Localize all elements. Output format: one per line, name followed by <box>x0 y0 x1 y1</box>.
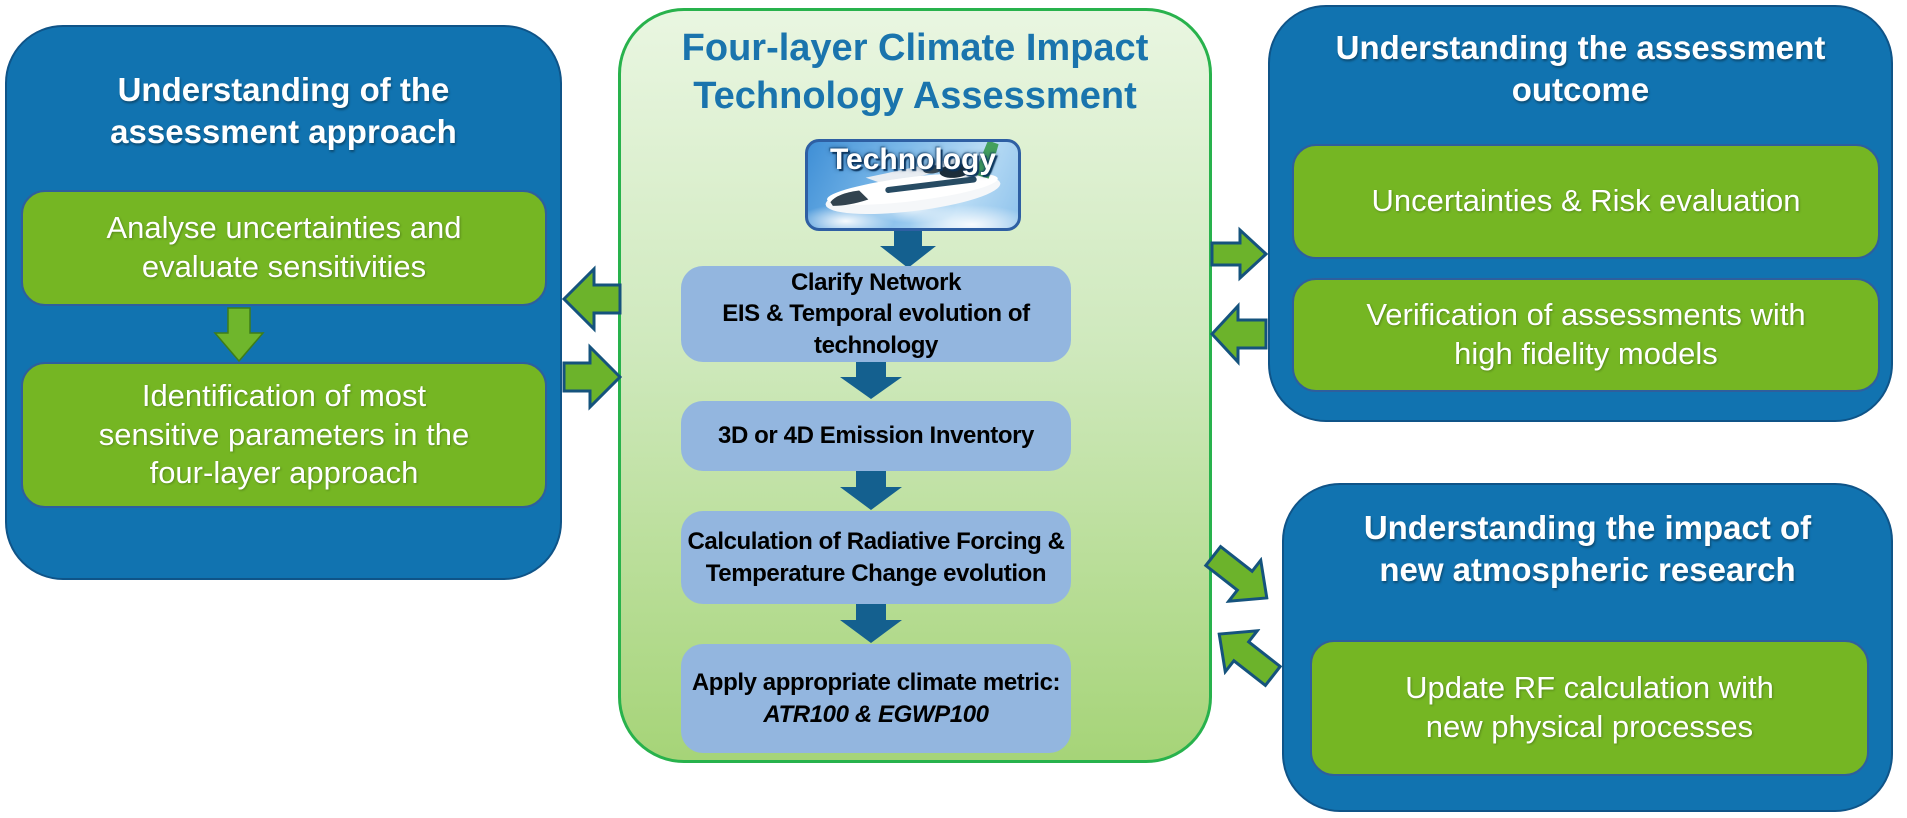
text-line: Clarify Network <box>790 269 962 297</box>
identification-parameters-box: Identification of most sensitive paramet… <box>21 362 547 508</box>
title-line: Understanding of the <box>117 71 450 108</box>
text-line: high fidelity models <box>1454 336 1718 371</box>
text-line: sensitive parameters in the <box>98 416 470 452</box>
text-line: Verification of assessments with <box>1366 297 1806 333</box>
panel-title: Four-layer Climate Impact Technology Ass… <box>621 25 1209 121</box>
clarify-network-step: Clarify Network EIS & Temporal evolution… <box>681 266 1071 362</box>
arrow-left-icon <box>1210 299 1268 369</box>
text-line: Apply appropriate climate metric: <box>691 669 1061 697</box>
title-line: new atmospheric research <box>1379 551 1796 589</box>
radiative-forcing-step: Calculation of Radiative Forcing & Tempe… <box>681 511 1071 604</box>
down-arrow-icon <box>213 307 265 363</box>
arrow-left-icon <box>562 264 622 334</box>
atmospheric-research-title: Understanding the impact of new atmosphe… <box>1284 507 1891 591</box>
emission-inventory-step: 3D or 4D Emission Inventory <box>681 401 1071 471</box>
text-line: 3D or 4D Emission Inventory <box>718 422 1034 450</box>
title-line: Technology Assessment <box>693 74 1137 117</box>
technology-label: Technology <box>829 143 997 176</box>
assessment-outcome-box: Understanding the assessment outcome Unc… <box>1268 5 1893 422</box>
assessment-approach-box: Understanding of the assessment approach… <box>5 25 562 580</box>
title-line: Understanding the assessment <box>1335 29 1826 66</box>
flow-arrow-down-icon <box>878 231 938 269</box>
flow-arrow-down-icon <box>838 471 904 511</box>
text-line: Analyse uncertainties and <box>106 210 462 246</box>
uncertainties-risk-box: Uncertainties & Risk evaluation <box>1292 144 1880 259</box>
technology-aircraft-image: Technology <box>805 139 1021 231</box>
text-line: EIS & Temporal evolution of <box>722 300 1030 328</box>
text-line: Calculation of Radiative Forcing & <box>687 528 1065 556</box>
flow-arrow-down-icon <box>838 362 904 400</box>
aircraft-illustration <box>825 142 1001 214</box>
text-line: Temperature Change evolution <box>705 559 1047 587</box>
arrow-right-icon <box>1210 226 1268 282</box>
verification-box: Verification of assessments with high fi… <box>1292 278 1880 392</box>
climate-metric-step: Apply appropriate climate metric: ATR100… <box>681 644 1071 753</box>
title-line: assessment approach <box>110 113 457 151</box>
arrow-down-right-icon <box>1203 544 1276 606</box>
update-rf-box: Update RF calculation with new physical … <box>1310 640 1869 776</box>
text-line: four-layer approach <box>149 455 419 491</box>
text-line: technology <box>813 331 938 359</box>
assessment-approach-title: Understanding of the assessment approach <box>7 69 560 153</box>
four-layer-assessment-panel: Four-layer Climate Impact Technology Ass… <box>618 8 1212 763</box>
text-line: new physical processes <box>1425 709 1754 744</box>
analyse-uncertainties-box: Analyse uncertainties and evaluate sensi… <box>21 190 547 306</box>
title-line: Four-layer Climate Impact <box>681 27 1149 69</box>
text-line: Identification of most <box>141 377 427 413</box>
title-line: Understanding the impact of <box>1363 509 1812 546</box>
flow-arrow-down-icon <box>838 604 904 644</box>
assessment-outcome-title: Understanding the assessment outcome <box>1270 27 1891 111</box>
arrow-up-left-icon <box>1210 626 1283 688</box>
arrow-right-icon <box>562 341 622 413</box>
text-line: Uncertainties & Risk evaluation <box>1371 183 1801 219</box>
text-line: Update RF calculation with <box>1405 670 1774 706</box>
atmospheric-research-box: Understanding the impact of new atmosphe… <box>1282 483 1893 812</box>
text-line-italic: ATR100 & EGWP100 <box>763 700 989 728</box>
text-line: evaluate sensitivities <box>141 249 427 284</box>
title-line: outcome <box>1511 71 1650 109</box>
